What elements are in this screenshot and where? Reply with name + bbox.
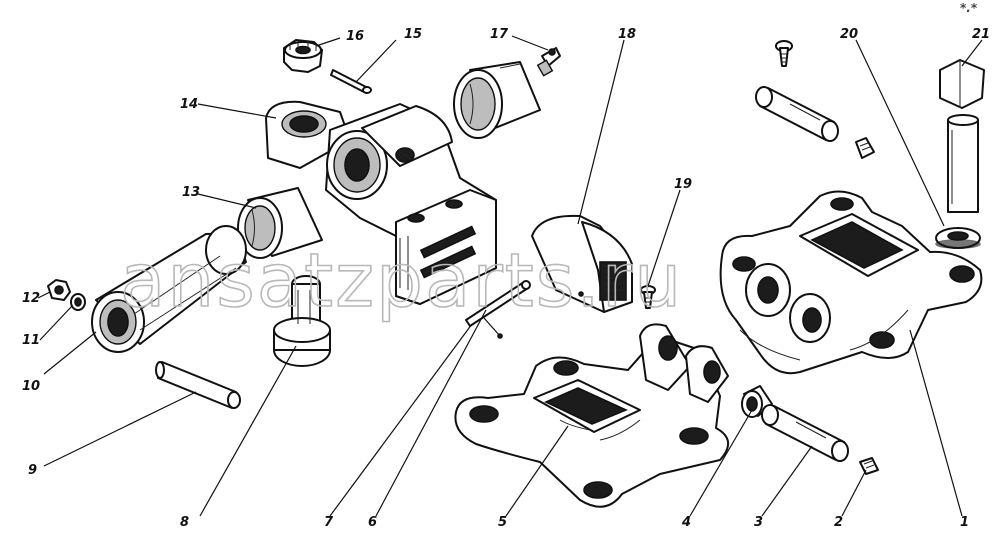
part-15-pin [330, 69, 372, 94]
label-19: 19 [674, 177, 692, 192]
corner-mark: *.* [960, 1, 978, 15]
label-3: 3 [754, 515, 763, 530]
part-1-upper-base [719, 190, 983, 375]
label-5: 5 [498, 515, 507, 530]
part-20-washer [935, 227, 981, 249]
pin-upper-right [755, 86, 839, 142]
label-11: 11 [22, 333, 40, 348]
bushing-upper [453, 61, 541, 139]
part-9-pin [155, 361, 241, 409]
part-8-king-pin [273, 275, 331, 367]
part-2-grease-nipple [859, 457, 879, 475]
label-9: 9 [28, 463, 37, 478]
label-14: 14 [180, 97, 198, 112]
label-13: 13 [182, 185, 200, 200]
part-3-pin [761, 404, 849, 462]
screw-top [775, 40, 793, 67]
part-6-cotter [483, 317, 503, 339]
part-labels: 1 2 3 4 5 6 7 8 9 10 11 12 13 14 15 16 1… [22, 1, 990, 530]
part-4-bushing [741, 385, 773, 418]
part-17-fitting [536, 47, 561, 77]
leader-lines [37, 35, 983, 517]
label-2: 2 [834, 515, 843, 530]
part-12-nut [47, 279, 71, 301]
part-10-tube [91, 225, 247, 353]
part-16-castle-nut [283, 39, 323, 73]
part-5-lower-base [454, 323, 729, 508]
watermark-text: ansatzparts.ru [120, 238, 683, 324]
label-17: 17 [490, 27, 509, 42]
label-1: 1 [960, 515, 969, 530]
grease-nipple-upper [855, 137, 875, 159]
part-18-cover [531, 214, 633, 313]
label-12: 12 [22, 291, 40, 306]
label-8: 8 [180, 515, 189, 530]
label-15: 15 [404, 27, 422, 42]
part-13-bushing [237, 187, 323, 259]
label-10: 10 [22, 379, 40, 394]
part-19-bolt [640, 285, 656, 309]
part-14-bracket [265, 100, 497, 305]
part-11-washer [70, 293, 86, 311]
label-7: 7 [324, 515, 334, 530]
part-21-bolt [939, 59, 985, 213]
part-7-pin [465, 280, 531, 327]
label-6: 6 [368, 515, 377, 530]
label-18: 18 [618, 27, 636, 42]
label-21: 21 [972, 27, 990, 42]
label-16: 16 [346, 29, 364, 44]
label-20: 20 [840, 27, 858, 42]
label-4: 4 [681, 515, 691, 530]
